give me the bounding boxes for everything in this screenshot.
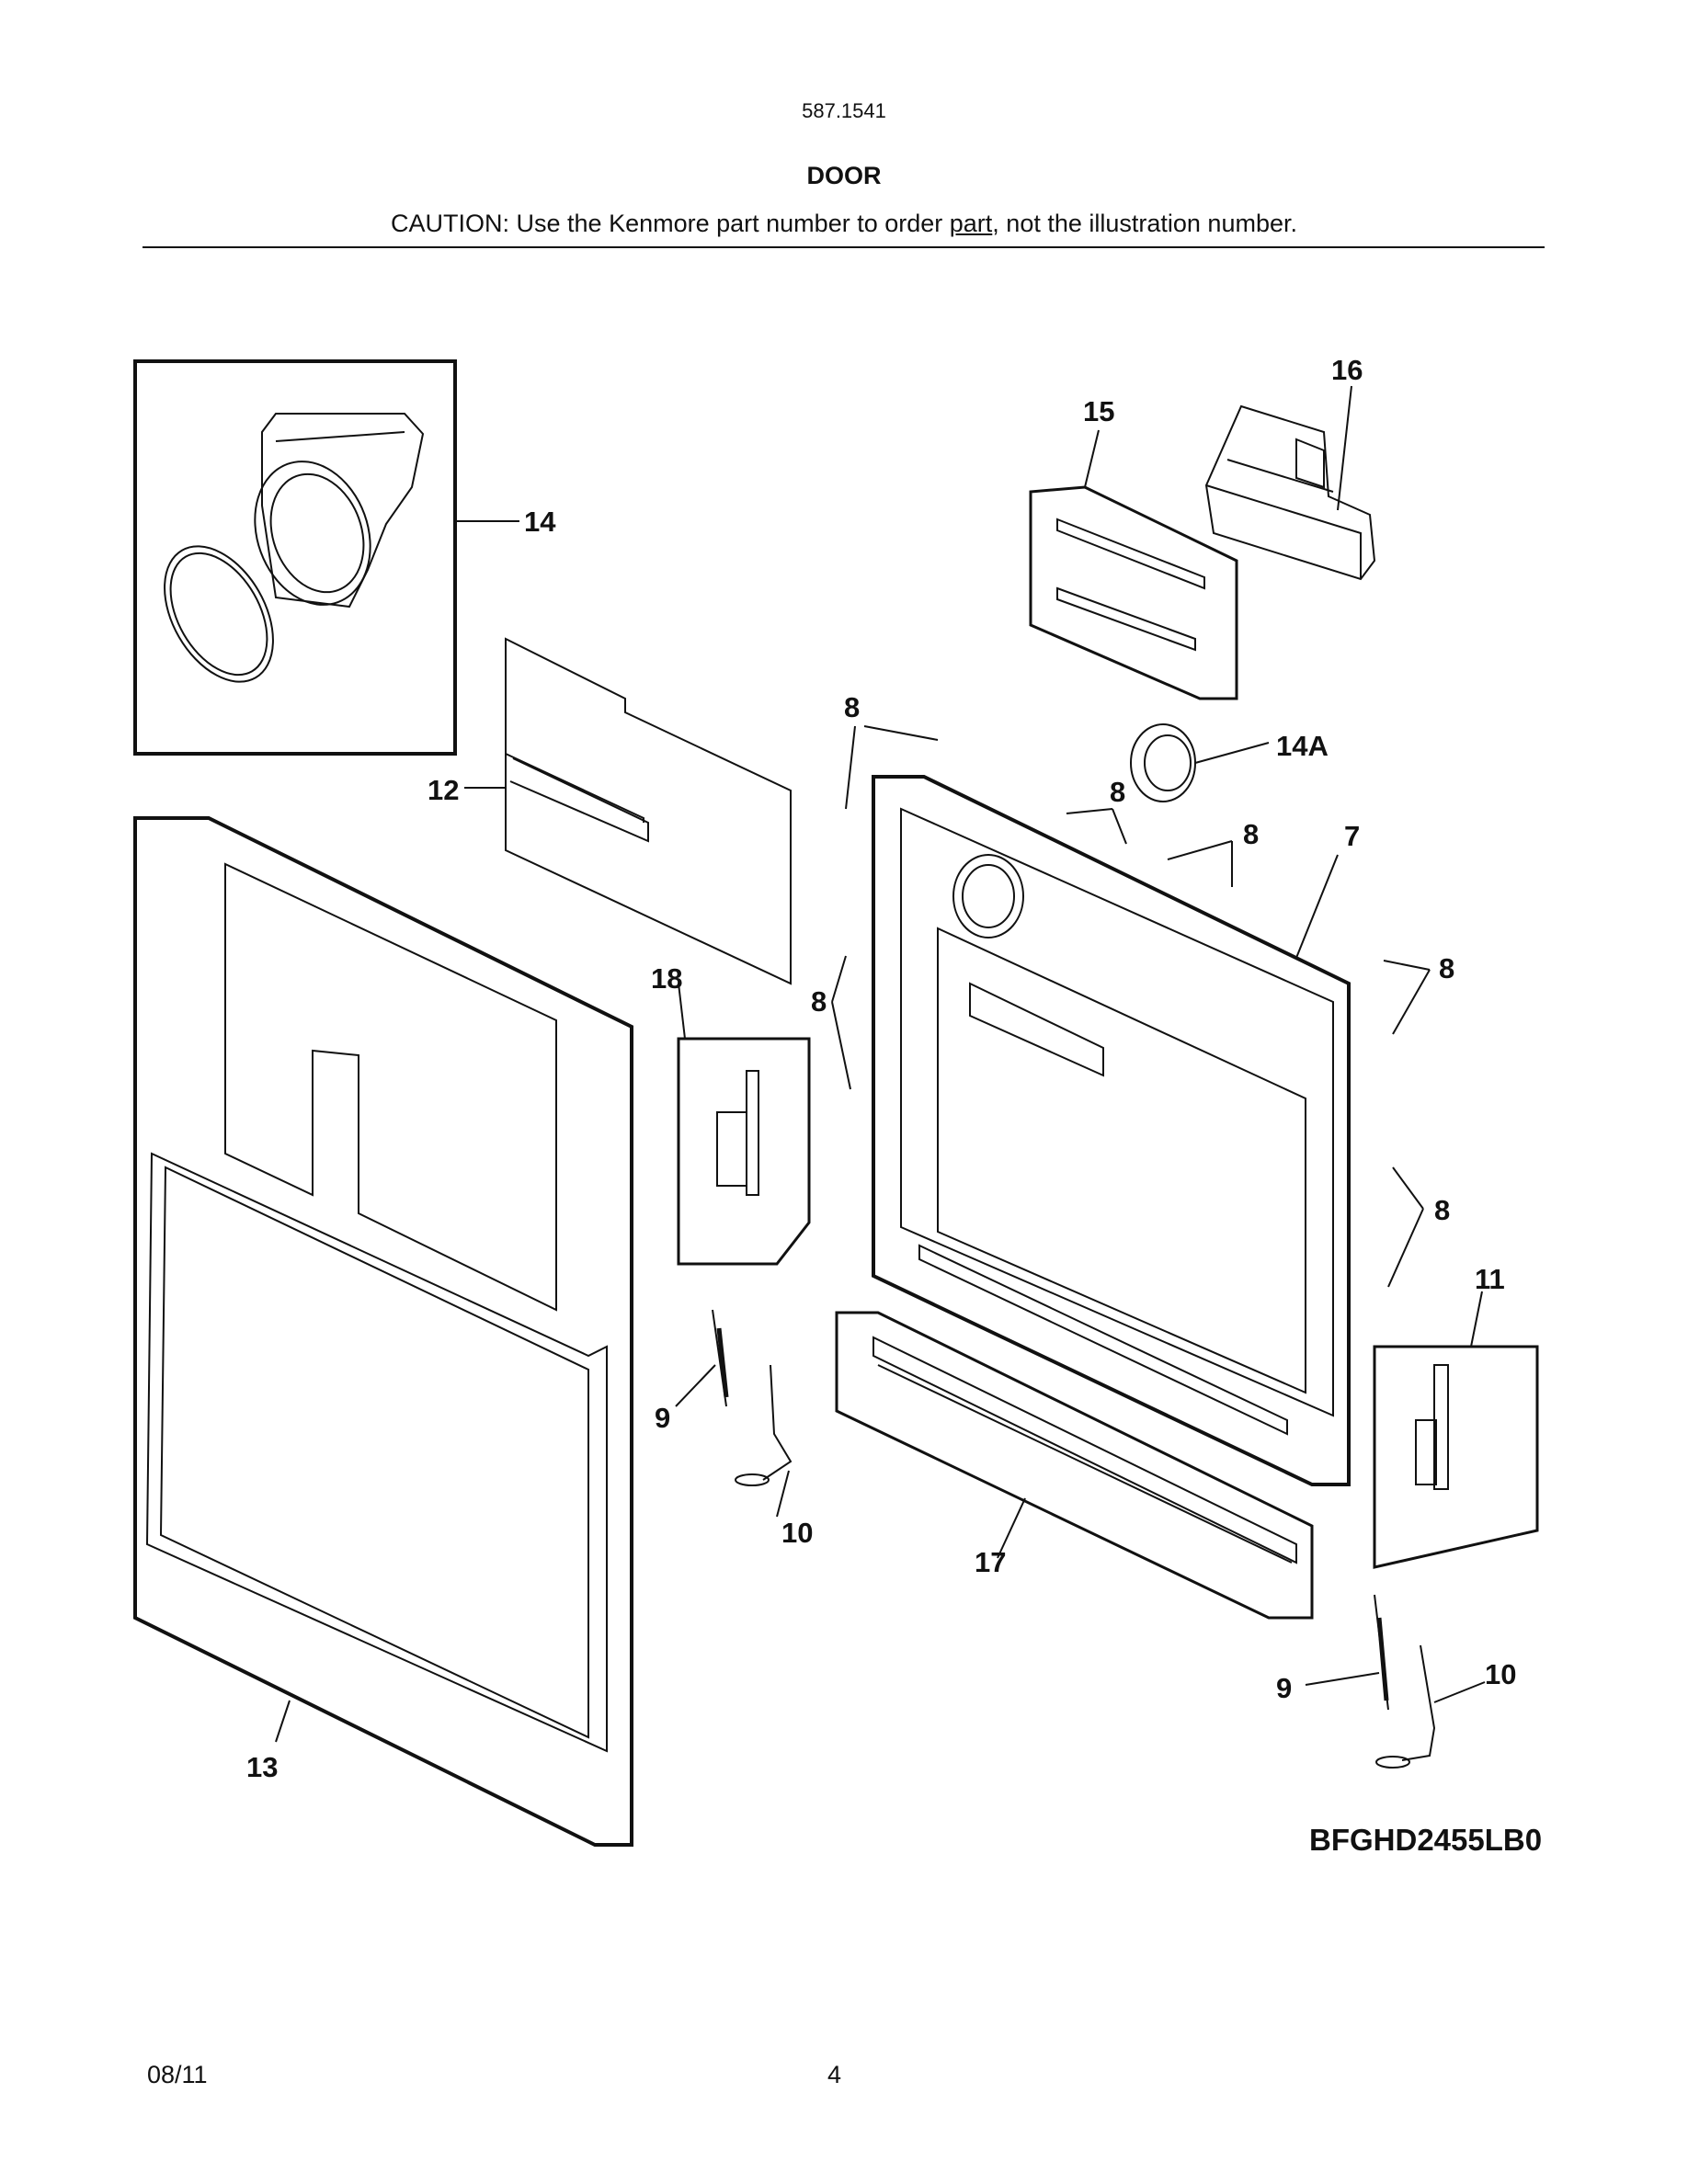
- callout-11: 11: [1475, 1263, 1505, 1295]
- part-14-vent-duct-inset: [133, 359, 519, 756]
- caution-text-start: CAUTION: Use the Kenmore part number to …: [391, 210, 950, 237]
- callout-8: 8: [811, 985, 827, 1018]
- callout-8: 8: [1434, 1194, 1450, 1226]
- callout-8: 8: [844, 691, 860, 723]
- callout-12: 12: [428, 774, 459, 806]
- callout-14a: 14A: [1276, 730, 1329, 762]
- callout-8: 8: [1110, 776, 1125, 808]
- caution-text-end: , not the illustration number.: [992, 210, 1297, 237]
- part-10-link-left: [735, 1364, 793, 1518]
- footer-date: 08/11: [147, 2061, 208, 2088]
- part-8-screw-leaders: [831, 725, 1431, 1288]
- callout-7: 7: [1344, 820, 1360, 852]
- part-18-hinge-inset-left: [677, 983, 811, 1266]
- callout-8: 8: [1439, 952, 1454, 984]
- part-12-insulation-panels: [464, 637, 792, 985]
- callout-10: 10: [781, 1517, 813, 1549]
- part-9-spring-left: [675, 1309, 729, 1407]
- model-number: 587.1541: [802, 99, 886, 122]
- part-9-spring-right: [1305, 1594, 1389, 1711]
- part-14a-vent-cap: [1130, 723, 1270, 802]
- callout-16: 16: [1331, 354, 1363, 386]
- caution-note: CAUTION: Use the Kenmore part number to …: [0, 210, 1688, 238]
- callout-9: 9: [655, 1402, 670, 1434]
- part-13-outer-door-panel: [133, 816, 633, 1847]
- part-10-link-right: [1375, 1644, 1486, 1769]
- section-title: DOOR: [806, 162, 882, 189]
- page-number: 4: [827, 2061, 842, 2088]
- callout-17: 17: [975, 1546, 1006, 1578]
- callout-8: 8: [1243, 818, 1259, 850]
- part-15-bracket-inset: [1029, 429, 1238, 700]
- callout-9: 9: [1276, 1672, 1292, 1704]
- model-code: BFGHD2455LB0: [1309, 1823, 1542, 1857]
- part-7-inner-door-liner: [872, 775, 1351, 1486]
- caution-text-underlined: part: [949, 210, 993, 237]
- part-16-dispenser: [1204, 385, 1376, 581]
- callout-10: 10: [1485, 1658, 1516, 1690]
- header-divider: [143, 246, 1545, 248]
- callout-15: 15: [1083, 395, 1114, 427]
- callout-14: 14: [524, 506, 556, 538]
- part-11-hinge-inset-right: [1373, 1291, 1539, 1569]
- callout-13: 13: [246, 1751, 278, 1783]
- callout-18: 18: [651, 962, 682, 995]
- part-17-trim-strip-inset: [835, 1311, 1314, 1620]
